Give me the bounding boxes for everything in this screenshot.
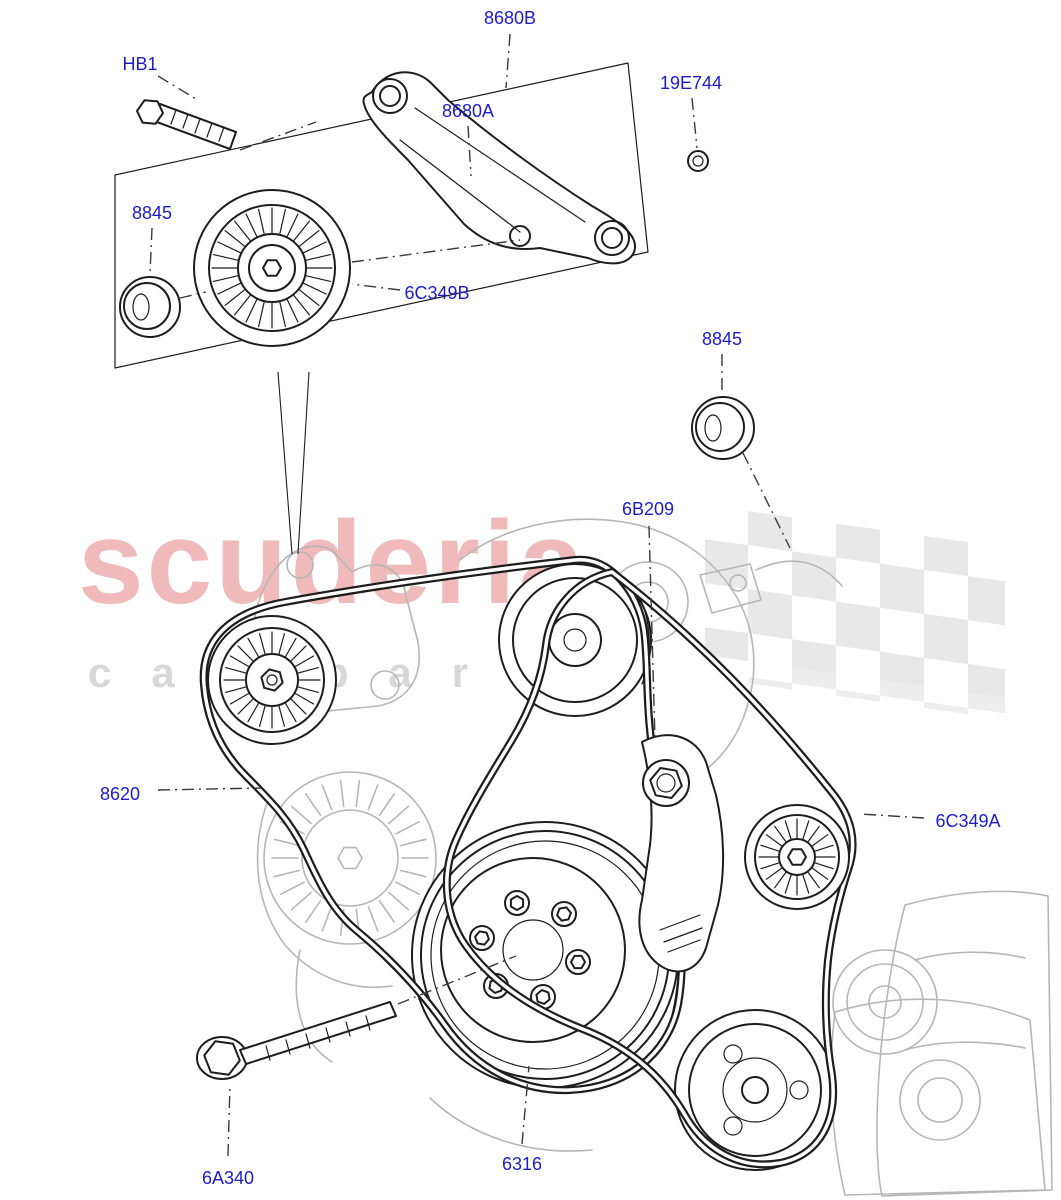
leader-lines	[149, 33, 925, 1157]
part-label-6C349B[interactable]: 6C349B	[404, 283, 470, 303]
cap-8845-upper-graphic	[119, 276, 181, 338]
bolt-6a340-graphic	[196, 1001, 397, 1080]
belt-6c349a-graphic	[442, 567, 857, 1169]
part-label-6B209[interactable]: 6B209	[621, 499, 675, 519]
tensioner-6b209-graphic	[638, 734, 725, 973]
part-label-8620[interactable]: 8620	[99, 784, 141, 804]
projection-line-left	[277, 371, 293, 555]
inset-box	[114, 62, 649, 369]
part-label-8845-upper[interactable]: 8845	[131, 203, 173, 223]
part-label-19E744[interactable]: 19E744	[659, 73, 723, 93]
right-idler-pulley-graphic	[744, 804, 850, 910]
bushing-19e744-graphic	[687, 150, 709, 172]
cap-8845-right-graphic	[691, 396, 755, 460]
compressor-pulley-graphic	[674, 1009, 836, 1171]
idler-pulley-6c349b-graphic	[193, 189, 351, 347]
part-label-6C349A[interactable]: 6C349A	[935, 811, 1001, 831]
part-label-6A340[interactable]: 6A340	[201, 1168, 255, 1188]
bracket-8680-graphic	[362, 71, 637, 265]
part-label-8845-right[interactable]: 8845	[701, 329, 743, 349]
part-label-6316[interactable]: 6316	[501, 1154, 543, 1174]
left-idler-pulley-graphic	[207, 615, 337, 745]
part-label-HB1[interactable]: HB1	[122, 54, 158, 74]
part-label-8680A[interactable]: 8680A	[441, 101, 495, 121]
checkered-flag-graphic	[705, 505, 1005, 720]
bolt-hb1-graphic	[136, 99, 237, 150]
watermark-brand-text: scuderia	[78, 497, 588, 629]
projection-line-right	[297, 371, 310, 555]
part-label-8680B[interactable]: 8680B	[483, 8, 537, 28]
